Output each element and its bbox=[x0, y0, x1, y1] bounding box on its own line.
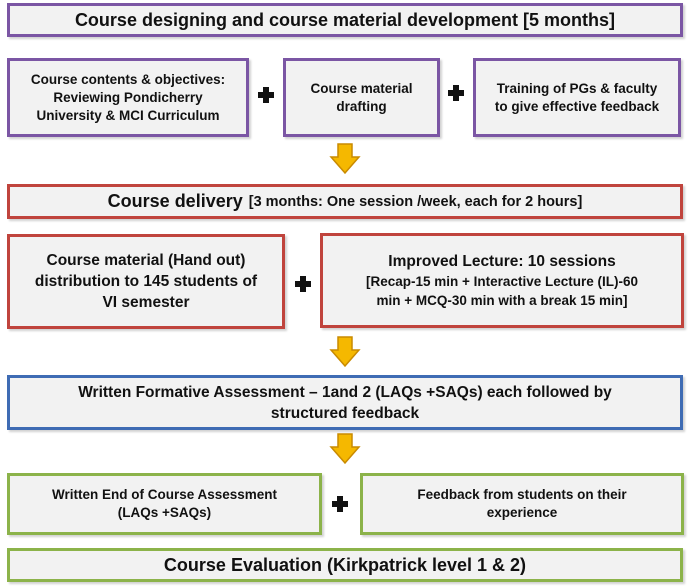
arrow-shape bbox=[329, 433, 361, 465]
down-arrow-icon bbox=[329, 143, 361, 175]
improved-lecture-box: Improved Lecture: 10 sessions [Recap-15 … bbox=[320, 233, 684, 328]
end-course-assessment-box: Written End of Course Assessment (LAQs +… bbox=[7, 473, 322, 535]
training-box: Training of PGs & faculty to give effect… bbox=[473, 58, 681, 137]
phase2-title-main: Course delivery bbox=[107, 191, 243, 211]
arrow-shape bbox=[329, 336, 361, 368]
down-arrow-icon bbox=[329, 433, 361, 465]
phase1-title: Course designing and course material dev… bbox=[74, 9, 616, 30]
student-feedback-text: Feedback from students on their experien… bbox=[417, 487, 627, 520]
material-drafting-text: Course material drafting bbox=[310, 80, 413, 114]
arrow-shape bbox=[329, 143, 361, 175]
phase2-title-detail: [3 months: One session /week, each for 2… bbox=[248, 193, 583, 210]
phase1-header-box: Course designing and course material dev… bbox=[7, 3, 683, 37]
improved-lecture-details: [Recap-15 min + Interactive Lecture (IL)… bbox=[366, 274, 638, 308]
student-feedback-box: Feedback from students on their experien… bbox=[360, 473, 684, 535]
plus-icon bbox=[258, 87, 274, 103]
course-evaluation-box: Course Evaluation (Kirkpatrick level 1 &… bbox=[7, 548, 683, 582]
improved-lecture-title: Improved Lecture: 10 sessions bbox=[388, 253, 616, 270]
training-text: Training of PGs & faculty to give effect… bbox=[494, 80, 660, 114]
formative-assessment-text: Written Formative Assessment – 1and 2 (L… bbox=[78, 383, 612, 422]
phase2-header-box: Course delivery [3 months: One session /… bbox=[7, 184, 683, 219]
handout-distribution-text: Course material (Hand out) distribution … bbox=[34, 252, 258, 311]
plus-icon bbox=[332, 496, 348, 512]
course-evaluation-text: Course Evaluation (Kirkpatrick level 1 &… bbox=[163, 554, 527, 575]
course-contents-box: Course contents & objectives: Reviewing … bbox=[7, 58, 249, 137]
end-course-assessment-text: Written End of Course Assessment (LAQs +… bbox=[51, 487, 278, 520]
handout-distribution-box: Course material (Hand out) distribution … bbox=[7, 234, 285, 329]
course-contents-text: Course contents & objectives: Reviewing … bbox=[30, 71, 226, 123]
formative-assessment-box: Written Formative Assessment – 1and 2 (L… bbox=[7, 375, 683, 430]
plus-icon bbox=[295, 276, 311, 292]
plus-icon bbox=[448, 85, 464, 101]
down-arrow-icon bbox=[329, 336, 361, 368]
material-drafting-box: Course material drafting bbox=[283, 58, 440, 137]
